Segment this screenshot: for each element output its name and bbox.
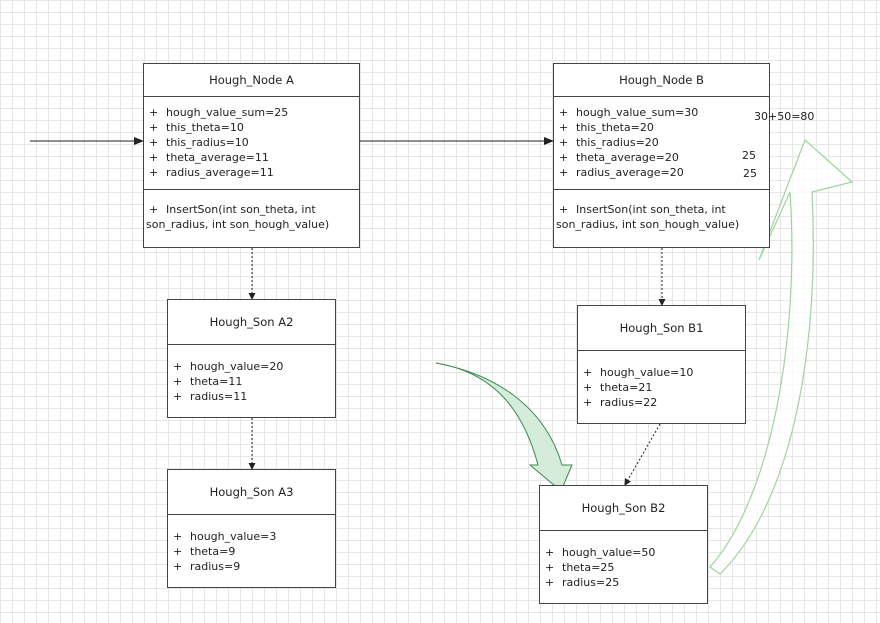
attribute-text: hough_value=3 <box>190 530 277 543</box>
curved-arrow-son-b2-to-node-b <box>709 138 854 575</box>
visibility-marker: + <box>173 360 183 373</box>
visibility-marker: + <box>149 106 159 119</box>
attribute-list: + hough_value_sum=30 + this_theta=20 + this… <box>554 97 769 189</box>
class-title: Hough_Node B <box>554 64 769 97</box>
operation-text: InsertSon(int son_theta, int son_radius,… <box>556 203 740 231</box>
attribute-row: + radius=9 <box>172 559 331 574</box>
attribute-text: this_radius=20 <box>576 136 659 149</box>
visibility-marker: + <box>545 576 555 589</box>
attribute-row: + theta=11 <box>172 374 331 389</box>
attribute-text: theta=11 <box>190 375 243 388</box>
attribute-text: this_theta=10 <box>166 121 244 134</box>
attribute-text: this_radius=10 <box>166 136 249 149</box>
class-box-hough-son-b2[interactable]: Hough_Son B2 + hough_value=50 + theta=25 +… <box>539 485 708 604</box>
class-box-hough-son-a2[interactable]: Hough_Son A2 + hough_value=20 + theta=11 +… <box>167 299 336 418</box>
attribute-list: + hough_value=50 + theta=25 + radius=25 <box>540 531 707 590</box>
visibility-marker: + <box>545 546 555 559</box>
annotation-radius-result: 25 <box>743 167 757 180</box>
attribute-row: + hough_value=50 <box>544 545 703 560</box>
visibility-marker: + <box>545 561 555 574</box>
attribute-list: + hough_value=10 + theta=21 + radius=22 <box>578 351 745 410</box>
attribute-text: theta_average=11 <box>166 151 269 164</box>
visibility-marker: + <box>149 151 159 164</box>
class-title: Hough_Son A2 <box>168 300 335 345</box>
attribute-text: radius=22 <box>600 396 658 409</box>
class-box-hough-son-b1[interactable]: Hough_Son B1 + hough_value=10 + theta=21 +… <box>577 305 746 424</box>
operation-list: +InsertSon(int son_theta, int son_radius… <box>144 189 359 232</box>
attribute-text: radius_average=20 <box>576 166 684 179</box>
visibility-marker: + <box>173 375 183 388</box>
visibility-marker: + <box>149 166 159 179</box>
attribute-row: + hough_value_sum=25 <box>148 105 355 120</box>
attribute-text: radius_average=11 <box>166 166 274 179</box>
visibility-marker: + <box>559 166 569 179</box>
attribute-row: + radius=11 <box>172 389 331 404</box>
attribute-row: + this_theta=10 <box>148 120 355 135</box>
attribute-list: + hough_value_sum=25 + this_theta=10 + this… <box>144 97 359 189</box>
attribute-text: hough_value=20 <box>190 360 284 373</box>
visibility-marker: + <box>583 381 593 394</box>
class-box-hough-node-a[interactable]: Hough_Node A + hough_value_sum=25 + this_t… <box>143 63 360 248</box>
attribute-text: theta=9 <box>190 545 236 558</box>
visibility-marker: + <box>149 136 159 149</box>
attribute-text: radius=11 <box>190 390 248 403</box>
visibility-marker: + <box>583 396 593 409</box>
attribute-row: + hough_value_sum=30 <box>558 105 765 120</box>
attribute-list: + hough_value=3 + theta=9 + radius=9 <box>168 515 335 574</box>
attribute-row: + radius_average=11 <box>148 165 355 180</box>
annotation-theta-result: 25 <box>742 149 756 162</box>
operation-text: InsertSon(int son_theta, int son_radius,… <box>146 203 330 231</box>
attribute-text: hough_value=50 <box>562 546 656 559</box>
attribute-row: + theta=21 <box>582 380 741 395</box>
attribute-text: radius=25 <box>562 576 620 589</box>
attribute-row: + this_radius=20 <box>558 135 765 150</box>
attribute-row: + hough_value=10 <box>582 365 741 380</box>
visibility-marker: + <box>173 545 183 558</box>
class-title: Hough_Son A3 <box>168 470 335 515</box>
visibility-marker: + <box>559 106 569 119</box>
operation-list: +InsertSon(int son_theta, int son_radius… <box>554 189 769 232</box>
visibility-marker: + <box>559 121 569 134</box>
visibility-marker: + <box>173 560 183 573</box>
annotation-sum-result: 30+50=80 <box>754 110 815 123</box>
attribute-row: + radius=22 <box>582 395 741 410</box>
attribute-text: this_theta=20 <box>576 121 654 134</box>
attribute-row: + theta_average=11 <box>148 150 355 165</box>
visibility-marker: + <box>583 366 593 379</box>
attribute-row: + this_radius=10 <box>148 135 355 150</box>
visibility-marker: + <box>559 136 569 149</box>
attribute-text: theta=25 <box>562 561 615 574</box>
attribute-text: hough_value_sum=30 <box>576 106 699 119</box>
attribute-text: theta=21 <box>600 381 653 394</box>
curved-arrow-to-son-b2 <box>435 362 573 492</box>
attribute-row: + theta=9 <box>172 544 331 559</box>
visibility-marker: + <box>559 151 569 164</box>
attribute-row: + hough_value=3 <box>172 529 331 544</box>
attribute-text: hough_value=10 <box>600 366 694 379</box>
visibility-marker: + <box>559 203 569 216</box>
attribute-row: + radius_average=20 <box>558 165 765 180</box>
attribute-row: + this_theta=20 <box>558 120 765 135</box>
attribute-row: + theta_average=20 <box>558 150 765 165</box>
visibility-marker: + <box>149 121 159 134</box>
attribute-text: theta_average=20 <box>576 151 679 164</box>
attribute-list: + hough_value=20 + theta=11 + radius=11 <box>168 345 335 404</box>
attribute-row: + hough_value=20 <box>172 359 331 374</box>
visibility-marker: + <box>173 390 183 403</box>
attribute-row: + theta=25 <box>544 560 703 575</box>
visibility-marker: + <box>149 203 159 216</box>
attribute-text: hough_value_sum=25 <box>166 106 289 119</box>
class-title: Hough_Son B2 <box>540 486 707 531</box>
class-title: Hough_Node A <box>144 64 359 97</box>
attribute-row: + radius=25 <box>544 575 703 590</box>
class-box-hough-son-a3[interactable]: Hough_Son A3 + hough_value=3 + theta=9 + ra… <box>167 469 336 588</box>
attribute-text: radius=9 <box>190 560 241 573</box>
dotted-arrow-son-b1-to-son-b2 <box>624 423 661 486</box>
class-title: Hough_Son B1 <box>578 306 745 351</box>
class-box-hough-node-b[interactable]: Hough_Node B + hough_value_sum=30 + this_t… <box>553 63 770 248</box>
visibility-marker: + <box>173 530 183 543</box>
